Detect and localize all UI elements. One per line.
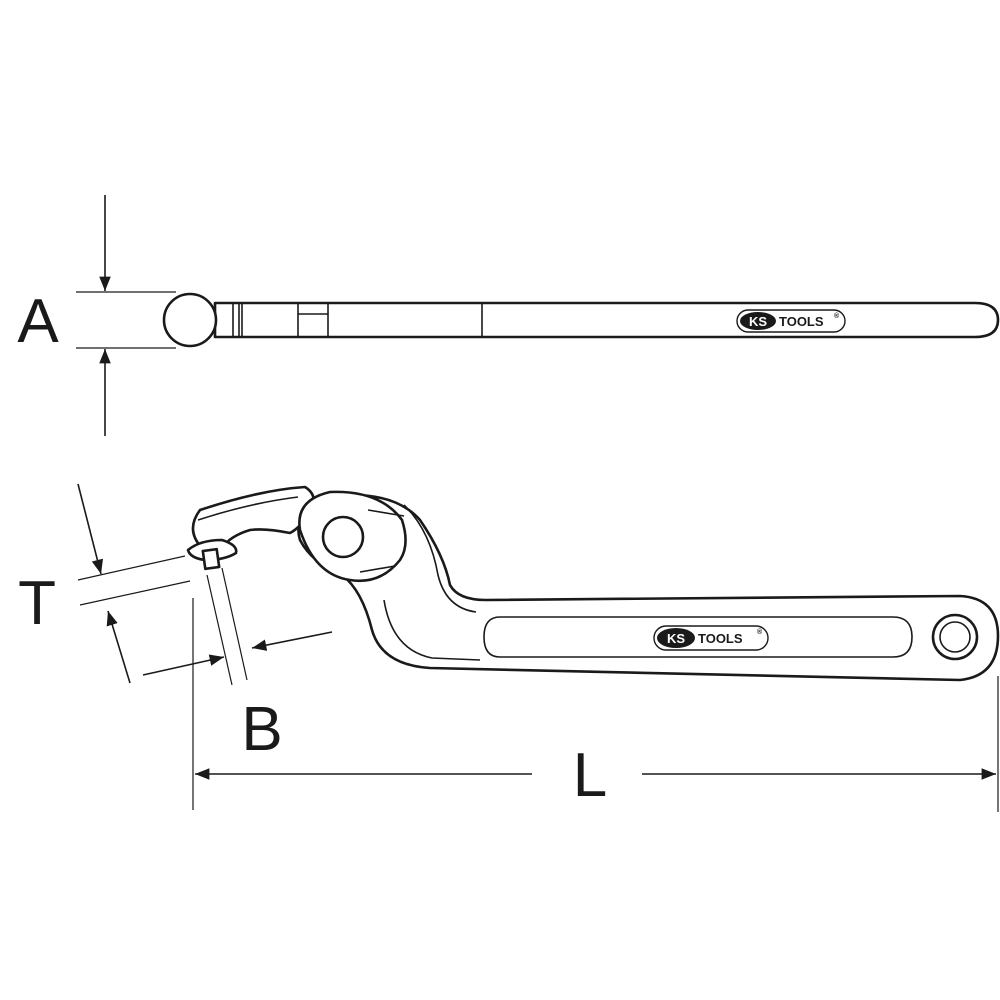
logo-ks-text: KS (667, 631, 685, 646)
handle-end-hole (939, 621, 971, 653)
dimension-b-label: B (241, 695, 282, 764)
dimension-l-label: L (573, 741, 607, 810)
logo-ks-text: KS (749, 314, 767, 329)
handle-side-view (213, 301, 1000, 339)
pivot-band (367, 509, 405, 517)
dimension-l: L (192, 598, 999, 812)
pivot-band (359, 565, 396, 573)
dimension-b: B (142, 567, 333, 764)
ks-tools-logo-top: KS TOOLS ® (736, 309, 846, 333)
logo-registered: ® (834, 312, 840, 320)
arm-inner-line-lower (383, 599, 481, 661)
dimension-t-label: T (18, 569, 56, 638)
top-view: KS TOOLS ® A (17, 195, 1000, 436)
logo-tools-text: TOOLS (698, 631, 743, 646)
hook-pin-tip (201, 547, 221, 571)
logo-tools-text: TOOLS (779, 314, 824, 329)
dimension-t: T (18, 483, 191, 684)
pivot-bolt (321, 515, 365, 559)
hook-line (197, 496, 299, 521)
hook-piece (191, 485, 316, 550)
ks-tools-logo-front: KS TOOLS ® (653, 625, 769, 651)
arm-inner-line (403, 504, 477, 613)
dimension-a-label: A (17, 287, 59, 356)
front-view: KS TOOLS ® T B L (18, 483, 1000, 812)
logo-registered: ® (757, 628, 763, 636)
pin-ball (162, 292, 218, 348)
dimension-a: A (17, 195, 176, 436)
handle-recess (483, 616, 913, 658)
